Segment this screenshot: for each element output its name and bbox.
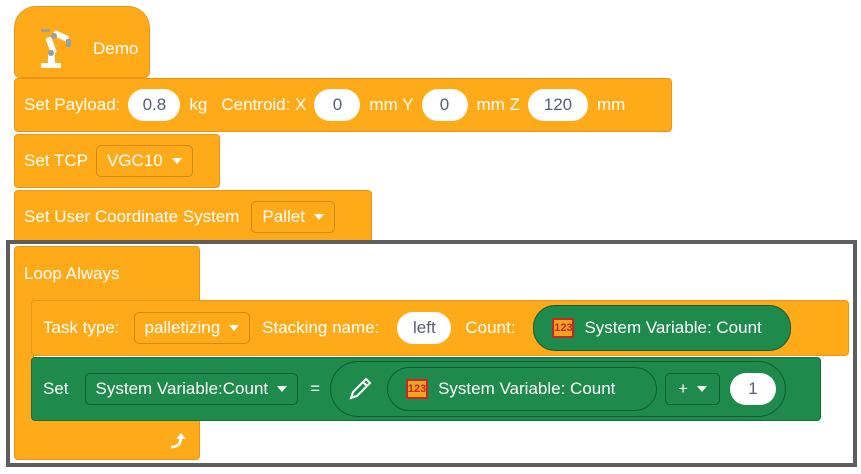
- centroid-x-input[interactable]: 0: [314, 89, 361, 121]
- demo-label: Demo: [93, 39, 139, 58]
- robot-arm-icon: [41, 29, 71, 68]
- payload-mass-unit: kg: [189, 95, 208, 114]
- task-type-block[interactable]: Task type: palletizing Stacking name: le…: [31, 300, 849, 356]
- set-label: Set: [43, 379, 69, 398]
- task-type-value: palletizing: [144, 318, 221, 337]
- caret-down-icon: [313, 214, 324, 220]
- set-ucs-block[interactable]: Set User Coordinate System Pallet: [14, 190, 372, 244]
- count-variable-reporter[interactable]: 123 System Variable: Count: [533, 305, 792, 351]
- centroid-z-unit: mm: [596, 95, 626, 114]
- ucs-label: Set User Coordinate System: [24, 207, 240, 226]
- set-payload-block[interactable]: Set Payload: 0.8 kg Centroid: X 0 mm Y 0…: [14, 78, 672, 132]
- payload-label: Set Payload:: [24, 95, 121, 114]
- operand-input[interactable]: 1: [730, 373, 777, 405]
- tcp-dropdown[interactable]: VGC10: [95, 145, 193, 177]
- ucs-value: Pallet: [262, 207, 305, 226]
- equals-sign: =: [310, 379, 321, 398]
- tcp-label: Set TCP: [24, 151, 88, 170]
- set-variable-name: System Variable:Count: [95, 379, 269, 398]
- expression-variable-name: System Variable: Count: [438, 379, 616, 398]
- pencil-icon: [349, 377, 372, 400]
- loop-arrow-icon: [170, 433, 186, 449]
- caret-down-icon: [697, 386, 708, 392]
- centroid-y-input[interactable]: 0: [421, 89, 468, 121]
- number-variable-icon: 123: [406, 379, 429, 399]
- centroid-x-label: Centroid: X: [221, 95, 307, 114]
- caret-down-icon: [171, 158, 182, 164]
- stacking-name-input[interactable]: left: [397, 312, 452, 344]
- operator-value: +: [678, 379, 689, 398]
- loop-label: Loop Always: [24, 264, 120, 283]
- stacking-name-label: Stacking name:: [262, 318, 380, 337]
- selection-frame: [6, 240, 857, 467]
- task-type-dropdown[interactable]: palletizing: [133, 312, 251, 344]
- ucs-dropdown[interactable]: Pallet: [251, 201, 335, 233]
- expression-reporter[interactable]: 123 System Variable: Count + 1: [330, 361, 787, 417]
- count-variable-name: System Variable: Count: [584, 318, 762, 337]
- payload-mass-input[interactable]: 0.8: [128, 89, 181, 121]
- loop-footer: [14, 420, 200, 460]
- centroid-y-label: mm Y: [369, 95, 414, 114]
- caret-down-icon: [277, 386, 288, 392]
- centroid-z-label: mm Z: [476, 95, 520, 114]
- set-variable-block[interactable]: Set System Variable:Count = 123 System V…: [31, 357, 821, 421]
- expression-variable-reporter[interactable]: 123 System Variable: Count: [387, 367, 658, 411]
- count-label: Count:: [465, 318, 516, 337]
- loop-always-block[interactable]: Loop Always: [14, 246, 200, 301]
- operator-dropdown[interactable]: +: [665, 373, 721, 405]
- demo-hat-block[interactable]: Demo: [14, 6, 150, 78]
- set-tcp-block[interactable]: Set TCP VGC10: [14, 134, 220, 188]
- centroid-z-input[interactable]: 120: [527, 89, 588, 121]
- set-variable-dropdown[interactable]: System Variable:Count: [84, 373, 299, 405]
- caret-down-icon: [229, 325, 240, 331]
- task-type-label: Task type:: [43, 318, 120, 337]
- number-variable-icon: 123: [552, 318, 575, 338]
- tcp-value: VGC10: [106, 151, 163, 170]
